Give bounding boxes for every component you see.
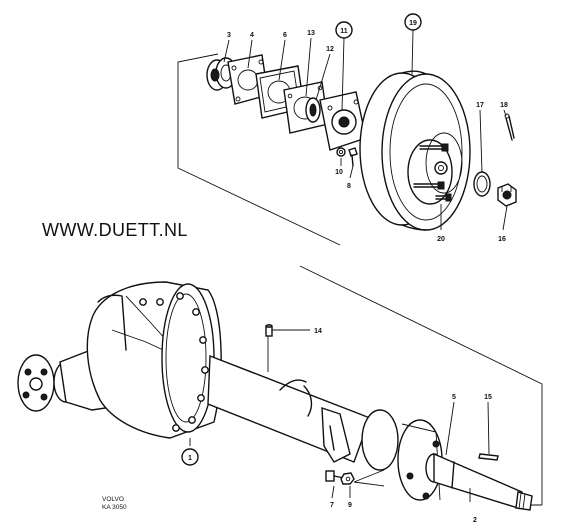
callout-11-circle (335, 21, 353, 39)
callout-8: 8 (347, 183, 351, 190)
bolt-8-part (348, 147, 358, 167)
backing-plate-part (319, 91, 367, 151)
callout-11: 11 (340, 28, 348, 35)
callout-3: 3 (227, 32, 231, 39)
callout-14: 14 (314, 328, 322, 335)
callout-17: 17 (476, 102, 484, 109)
washer-17-part (473, 171, 491, 197)
callout-6: 6 (283, 32, 287, 39)
cotter-pin-part (504, 113, 515, 141)
axle-housing-part (17, 281, 443, 501)
callout-1: 1 (188, 455, 192, 462)
callout-2: 2 (473, 517, 477, 524)
callout-9: 9 (348, 502, 352, 509)
callout-1-circle (181, 448, 199, 466)
stamp-line-1: VOLVO (102, 496, 124, 503)
callout-20: 20 (437, 236, 445, 243)
key-15-part (478, 453, 499, 461)
callout-4: 4 (250, 32, 254, 39)
callout-18: 18 (500, 102, 508, 109)
assembly-frame-lines (177, 53, 543, 506)
leader-lines (189, 29, 508, 502)
callout-16: 16 (498, 236, 506, 243)
stamp-line-2: KA 3050 (102, 504, 127, 511)
castle-nut-part (497, 183, 517, 207)
stud-14-part (265, 324, 273, 337)
axle-shaft-part (425, 452, 533, 511)
callout-15: 15 (484, 394, 492, 401)
callout-13: 13 (307, 30, 315, 37)
washer-part (336, 147, 346, 157)
callout-12: 12 (326, 46, 334, 53)
callout-19-circle (404, 13, 422, 31)
callout-labels: 3 4 6 13 12 11 19 17 18 10 8 16 20 14 5 … (181, 13, 508, 524)
nut-9-part (340, 472, 355, 485)
drawing-stamp: VOLVO KA 3050 (102, 496, 127, 512)
brake-drum-part (359, 70, 471, 231)
callout-19: 19 (409, 20, 417, 27)
callout-5: 5 (452, 394, 456, 401)
callout-10: 10 (335, 169, 343, 176)
oil-seal-part (305, 97, 321, 123)
watermark-text: WWW.DUETT.NL (42, 220, 188, 240)
callout-7: 7 (330, 502, 334, 509)
